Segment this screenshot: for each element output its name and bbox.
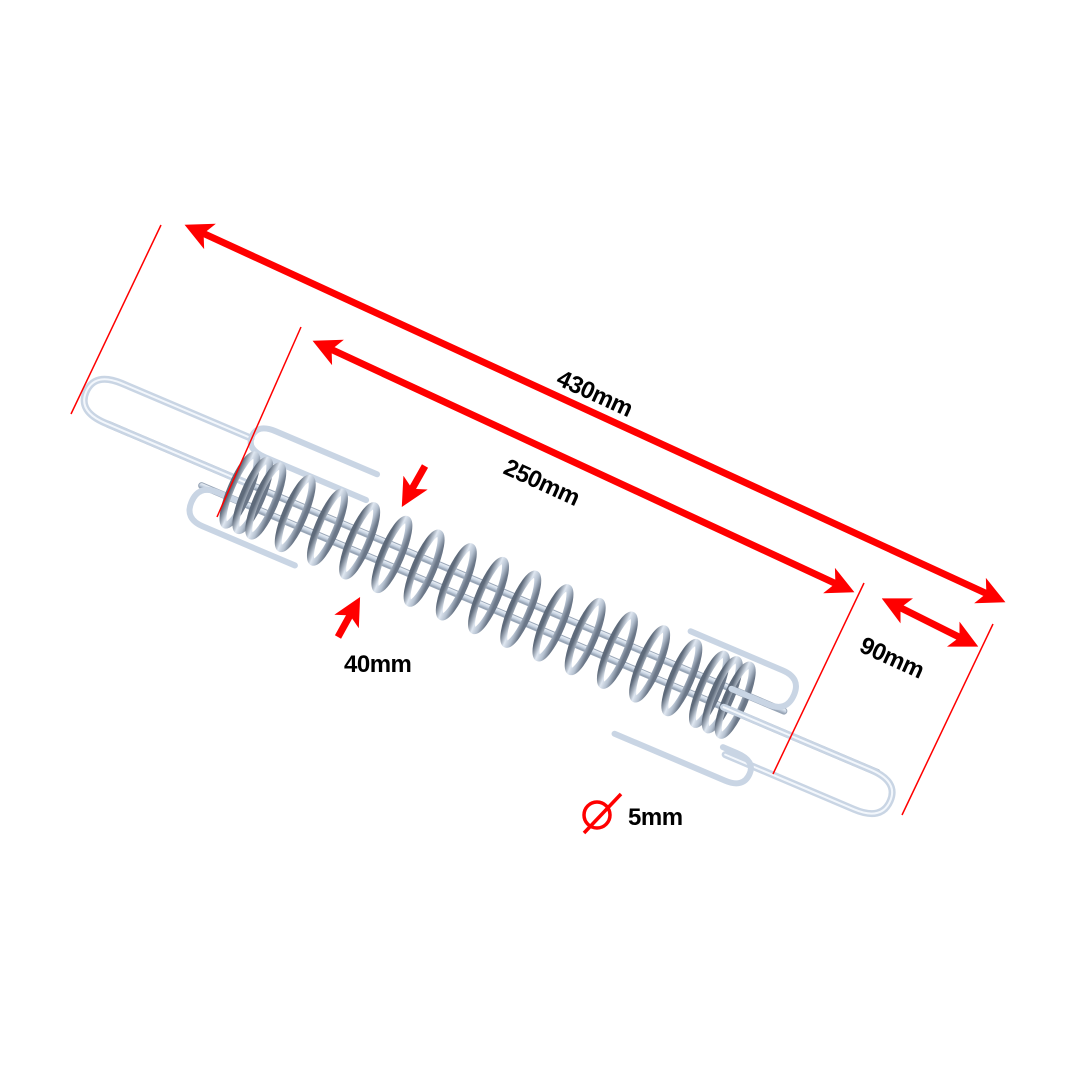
dimension-annotations xyxy=(70,223,1006,835)
hook-length-label: 90mm xyxy=(856,632,929,685)
extension-line-left-outer xyxy=(70,224,162,415)
extension-line-right-outer xyxy=(901,623,994,816)
spring-coils xyxy=(219,451,756,739)
inner-rods xyxy=(104,420,881,776)
spring-diameter-label: 40mm xyxy=(344,651,411,678)
spring-length-arrow xyxy=(312,339,855,594)
right-small-hooks xyxy=(611,628,799,787)
hook-length-arrow xyxy=(881,598,979,647)
diameter-arrow-bottom xyxy=(334,596,361,639)
diameter-arrow-top xyxy=(401,464,429,507)
right-hook xyxy=(720,703,896,818)
wire-diameter-label: 5mm xyxy=(628,804,683,831)
extension-line-right-spring xyxy=(772,582,865,775)
spring-image xyxy=(80,375,896,818)
diameter-symbol-icon xyxy=(582,792,623,835)
left-hook xyxy=(80,375,257,490)
